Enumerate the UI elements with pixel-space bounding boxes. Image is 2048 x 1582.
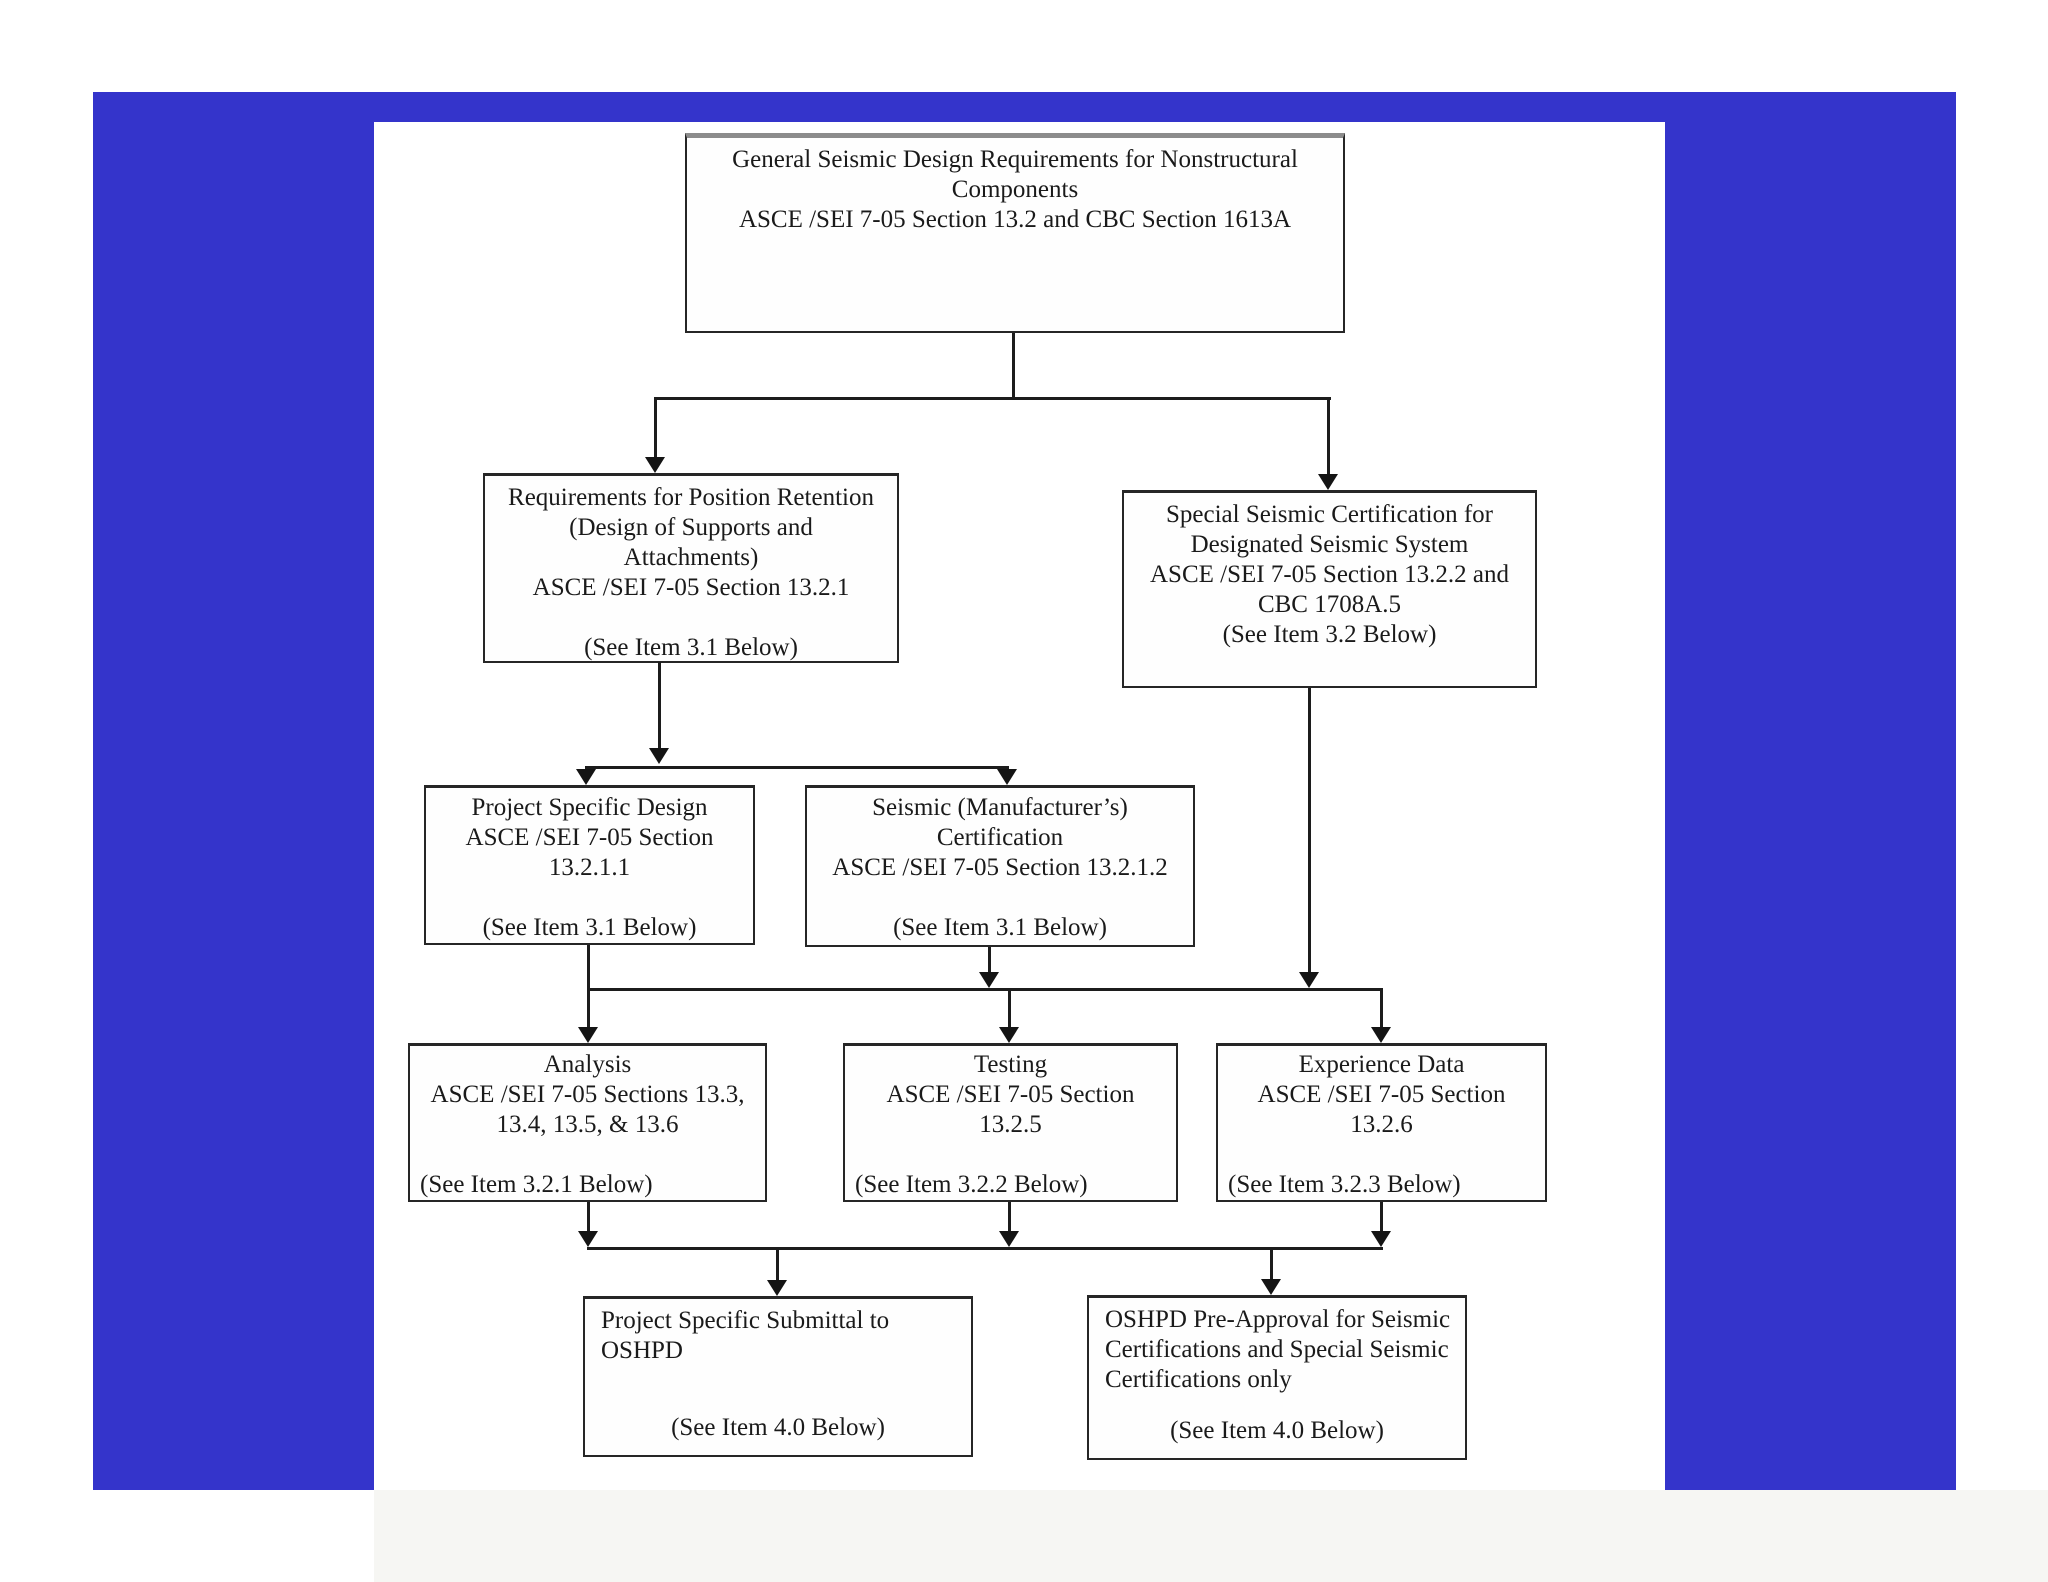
arrowhead-down-icon xyxy=(1261,1279,1281,1295)
connector-line xyxy=(587,988,1383,991)
arrowhead-down-icon xyxy=(578,1231,598,1247)
node-testing: Testing ASCE /SEI 7-05 Section 13.2.5 (S… xyxy=(843,1043,1178,1202)
arrowhead-down-icon xyxy=(578,1027,598,1043)
arrowhead-down-icon xyxy=(1299,972,1319,988)
node-text: Experience Data ASCE /SEI 7-05 Section 1… xyxy=(1257,1051,1506,1138)
node-position-retention: Requirements for Position Retention (Des… xyxy=(483,473,899,663)
node-project-specific-design: Project Specific Design ASCE /SEI 7-05 S… xyxy=(424,785,755,945)
node-project-submittal: Project Specific Submittal to OSHPD (See… xyxy=(583,1296,973,1457)
arrowhead-down-icon xyxy=(999,1231,1019,1247)
bottom-gray-strip xyxy=(374,1490,2048,1582)
connector-line xyxy=(654,397,657,459)
node-experience-data: Experience Data ASCE /SEI 7-05 Section 1… xyxy=(1216,1043,1547,1202)
connector-line xyxy=(654,397,1331,400)
node-manufacturer-certification: Seismic (Manufacturer’s) Certification A… xyxy=(805,785,1195,947)
node-text: OSHPD Pre-Approval for Seismic Certifica… xyxy=(1105,1306,1451,1393)
arrowhead-down-icon xyxy=(767,1280,787,1296)
connector-line xyxy=(1270,1247,1273,1279)
node-see-item: (See Item 4.0 Below) xyxy=(671,1414,885,1441)
node-oshpd-preapproval: OSHPD Pre-Approval for Seismic Certifica… xyxy=(1087,1295,1467,1460)
connector-line xyxy=(1008,988,1011,1029)
connector-line xyxy=(776,1247,779,1280)
connector-line xyxy=(1008,1202,1011,1233)
node-see-item: (See Item 3.2.3 Below) xyxy=(1228,1171,1461,1198)
connector-line xyxy=(587,1202,590,1233)
node-see-item: (See Item 3.1 Below) xyxy=(482,914,697,941)
connector-line xyxy=(1380,988,1383,1029)
node-text: Seismic (Manufacturer’s) Certification A… xyxy=(832,794,1168,881)
arrowhead-down-icon xyxy=(576,769,596,785)
node-text: General Seismic Design Requirements for … xyxy=(732,146,1298,233)
arrowhead-down-icon xyxy=(645,457,665,473)
node-see-item: (See Item 3.2.1 Below) xyxy=(420,1171,653,1198)
connector-line xyxy=(988,947,991,974)
node-text: Requirements for Position Retention (Des… xyxy=(508,484,874,601)
arrowhead-down-icon xyxy=(997,769,1017,785)
node-text: Project Specific Submittal to OSHPD xyxy=(601,1307,890,1364)
connector-line xyxy=(1327,397,1330,475)
node-special-certification: Special Seismic Certification for Design… xyxy=(1122,490,1537,688)
arrowhead-down-icon xyxy=(999,1027,1019,1043)
node-general-requirements: General Seismic Design Requirements for … xyxy=(685,133,1345,333)
arrowhead-down-icon xyxy=(649,748,669,764)
connector-line xyxy=(658,662,661,748)
node-see-item: (See Item 3.2 Below) xyxy=(1222,621,1437,648)
connector-line xyxy=(585,766,1009,769)
node-see-item: (See Item 3.1 Below) xyxy=(893,914,1107,941)
connector-line xyxy=(1308,688,1311,974)
node-analysis: Analysis ASCE /SEI 7-05 Sections 13.3, 1… xyxy=(408,1043,767,1202)
node-see-item: (See Item 3.2.2 Below) xyxy=(855,1171,1088,1198)
arrowhead-down-icon xyxy=(1371,1027,1391,1043)
node-see-item: (See Item 3.1 Below) xyxy=(584,634,798,661)
node-text: Project Specific Design ASCE /SEI 7-05 S… xyxy=(465,794,714,881)
connector-line xyxy=(1380,1202,1383,1233)
arrowhead-down-icon xyxy=(1371,1231,1391,1247)
arrowhead-down-icon xyxy=(979,972,999,988)
arrowhead-down-icon xyxy=(1318,474,1338,490)
connector-line xyxy=(1012,333,1015,399)
node-text: Special Seismic Certification for Design… xyxy=(1149,501,1509,618)
node-see-item: (See Item 4.0 Below) xyxy=(1170,1417,1384,1444)
connector-line xyxy=(587,1247,1383,1250)
node-text: Testing ASCE /SEI 7-05 Section 13.2.5 xyxy=(886,1051,1135,1138)
connector-line xyxy=(587,945,590,1029)
node-text: Analysis ASCE /SEI 7-05 Sections 13.3, 1… xyxy=(430,1051,745,1138)
